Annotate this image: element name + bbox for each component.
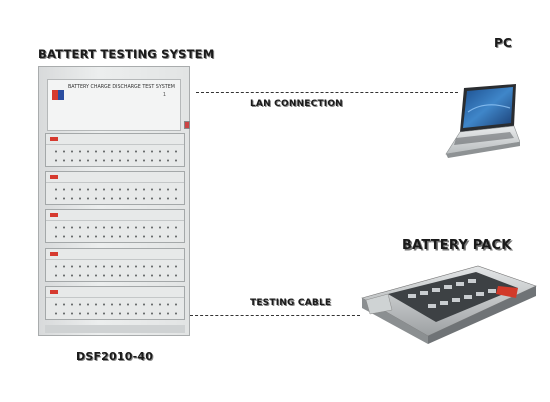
test-chassis-unit: [45, 248, 185, 282]
cabinet-panel-number: 1: [162, 92, 166, 98]
channel-connector-grid: [52, 185, 180, 203]
chassis-logo-icon: [50, 137, 58, 141]
cabinet-header-panel: BATTERY CHARGE DISCHARGE TEST SYSTEM 1: [47, 79, 181, 131]
battery-pack-label: BATTERY PACK: [402, 238, 512, 253]
chassis-divider: [46, 144, 184, 145]
test-chassis-unit: [45, 209, 185, 243]
laptop-icon: [445, 84, 520, 158]
lan-connection-label: LAN CONNECTION: [250, 99, 343, 109]
chassis-divider: [46, 297, 184, 298]
cabinet-base: [45, 325, 185, 333]
system-title: BATTERT TESTING SYSTEM: [38, 47, 215, 61]
test-chassis-unit: [45, 171, 185, 205]
chassis-logo-icon: [50, 252, 58, 256]
test-chassis-unit: [45, 286, 185, 320]
chassis-divider: [46, 259, 184, 260]
battery-pack-icon: [361, 265, 537, 344]
lan-connection-line: [196, 92, 458, 93]
brand-logo-icon: [52, 85, 66, 100]
chassis-logo-icon: [50, 290, 58, 294]
chassis-logo-icon: [50, 213, 58, 217]
testing-cable-label: TESTING CABLE: [250, 298, 332, 308]
cabinet-header-text: BATTERY CHARGE DISCHARGE TEST SYSTEM: [68, 85, 175, 90]
channel-connector-grid: [52, 223, 180, 241]
pc-label: PC: [494, 36, 513, 50]
channel-connector-grid: [52, 147, 180, 165]
channel-connector-grid: [52, 300, 180, 318]
channel-connector-grid: [52, 262, 180, 280]
chassis-divider: [46, 182, 184, 183]
chassis-divider: [46, 220, 184, 221]
cabinet-indicator: [184, 121, 190, 129]
tester-cabinet-icon: BATTERY CHARGE DISCHARGE TEST SYSTEM 1: [38, 66, 190, 336]
chassis-logo-icon: [50, 175, 58, 179]
test-chassis-unit: [45, 133, 185, 167]
testing-cable-line: [190, 315, 360, 316]
model-label: DSF2010-40: [76, 350, 154, 363]
